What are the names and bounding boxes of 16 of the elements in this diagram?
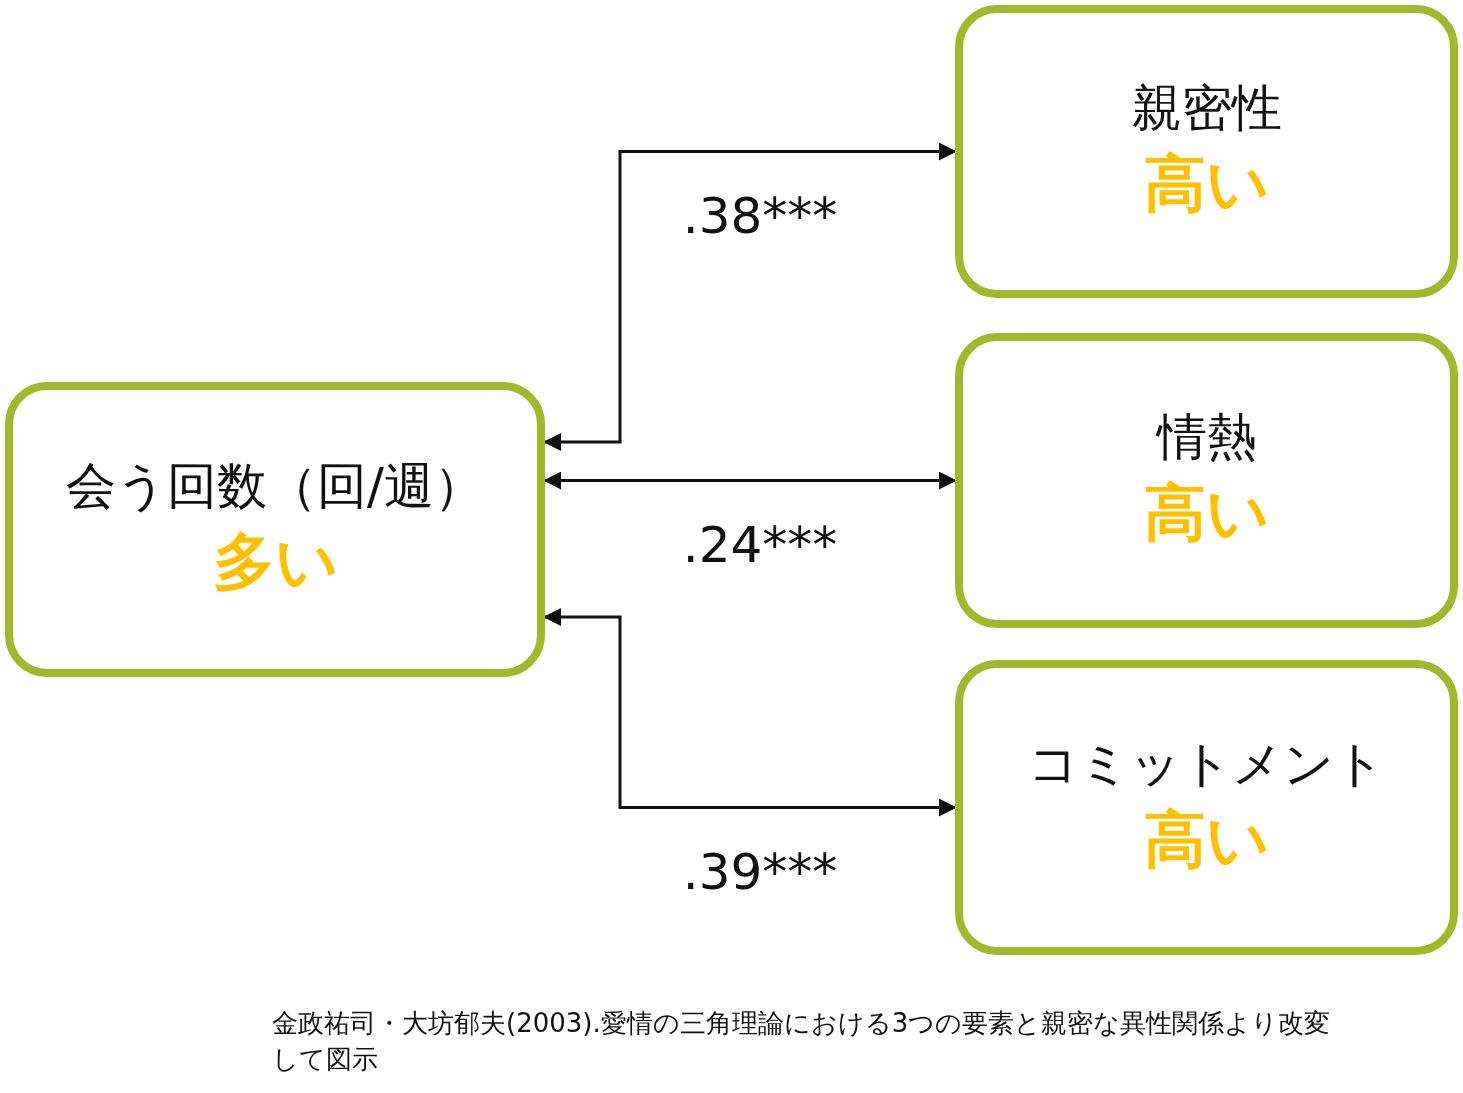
- rounded-box: [955, 333, 1458, 628]
- rounded-box: [955, 5, 1458, 298]
- variable-label: 情熱: [1156, 406, 1257, 468]
- source-caption: 金政祐司・大坊郁夫(2003).愛情の三角理論における3つの要素と親密な異性関係より改変して図示: [272, 1007, 1332, 1077]
- level-label: 高い: [1144, 474, 1269, 551]
- level-label: 高い: [1144, 801, 1269, 878]
- double-arrow: [543, 608, 957, 817]
- rounded-box: [955, 660, 1458, 955]
- variable-label: コミットメント: [1028, 733, 1385, 795]
- double-arrow: [543, 142, 957, 451]
- level-label: 多い: [212, 523, 338, 600]
- rounded-box: [5, 382, 545, 677]
- level-label: 高い: [1144, 145, 1269, 222]
- variable-label: 親密性: [1131, 77, 1282, 139]
- double-arrow: [543, 471, 957, 490]
- variable-label: 会う回数（回/週）: [66, 455, 484, 517]
